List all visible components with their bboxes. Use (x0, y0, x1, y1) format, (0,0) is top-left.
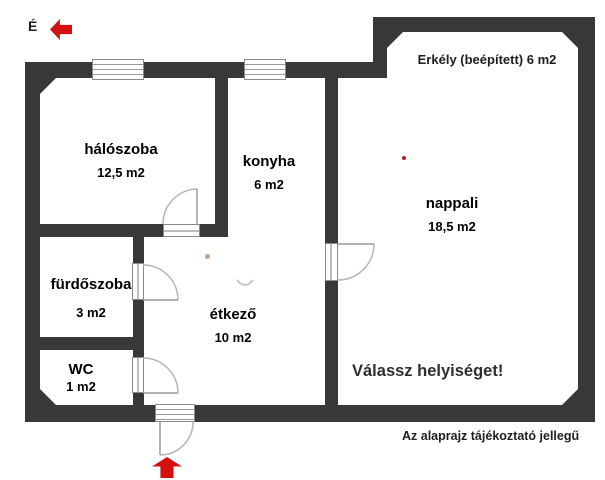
bevel-bottom-right (562, 389, 578, 405)
entrance-door-threshold (155, 404, 195, 422)
wall-top-main (25, 62, 387, 78)
room-area-etkezo: 10 m2 (214, 330, 252, 345)
wall-living-divider-bottom (325, 281, 338, 405)
room-name-nappali: nappali (425, 195, 479, 212)
watermark-smudge (236, 279, 254, 286)
room-erkely[interactable]: Erkély (beépített) 6 m2 (417, 52, 557, 67)
room-name-haloszoba: hálószoba (84, 141, 158, 158)
room-etkezo[interactable]: étkező 10 m2 (210, 306, 257, 345)
bathroom-door-threshold (132, 263, 144, 300)
wall-bedroom-bottom-stub (200, 224, 228, 237)
red-marker-dot (402, 156, 406, 160)
room-wc[interactable]: WC 1 m2 (66, 361, 96, 394)
livingroom-door-threshold (325, 243, 338, 281)
wall-living-divider-top (325, 78, 338, 243)
room-name-konyha: konyha (242, 153, 296, 170)
room-haloszoba[interactable]: hálószoba 12,5 m2 (84, 141, 157, 180)
wall-bathroom-right-mid (133, 300, 144, 357)
room-nappali[interactable]: nappali 18,5 m2 (426, 195, 479, 234)
room-area-haloszoba: 12,5 m2 (97, 165, 145, 180)
wall-balcony-top (373, 17, 595, 32)
north-label: É (28, 18, 38, 34)
room-area-konyha: 6 m2 (254, 177, 284, 192)
wall-bathroom-bottom (40, 337, 133, 350)
entrance-door-arc (159, 421, 194, 456)
bedroom-window (92, 59, 144, 80)
bedroom-door-threshold (163, 224, 200, 237)
bevel-top-left (40, 78, 56, 94)
tan-marker-dot (205, 254, 210, 259)
wall-left (25, 62, 40, 422)
kitchen-window (244, 59, 286, 80)
wall-bottom-left (25, 405, 155, 422)
wall-bedroom-right (215, 62, 228, 237)
room-name-etkezo: étkező (209, 306, 257, 323)
bevel-top-right (562, 32, 578, 48)
wall-balcony-jog (373, 17, 387, 78)
wall-bottom-right (195, 405, 595, 422)
bevel-balcony-step (387, 32, 403, 48)
room-area-wc: 1 m2 (66, 379, 96, 394)
bathroom-door-arc (142, 264, 179, 301)
wall-bathroom-right-top (133, 232, 144, 263)
north-arrow-icon (50, 19, 72, 40)
wc-door-threshold (132, 357, 144, 393)
entrance-arrow-icon (152, 457, 182, 478)
bedroom-door-arc (162, 188, 198, 225)
wall-right (578, 17, 595, 422)
choose-room-prompt: Válassz helyiséget! (352, 362, 504, 380)
livingroom-door-arc (337, 243, 375, 281)
wc-door-arc (142, 357, 179, 394)
bevel-bottom-left (40, 389, 56, 405)
room-name-furdoszoba: fürdőszoba (50, 276, 132, 293)
disclaimer-text: Az alaprajz tájékoztató jellegű (402, 429, 580, 443)
room-area-furdoszoba: 3 m2 (76, 305, 106, 320)
room-konyha[interactable]: konyha 6 m2 (243, 153, 296, 192)
wall-wc-right-bottom (133, 393, 144, 405)
room-furdoszoba[interactable]: fürdőszoba 3 m2 (51, 276, 132, 320)
room-name-wc: WC (68, 361, 94, 378)
room-area-nappali: 18,5 m2 (428, 219, 476, 234)
wall-bedroom-bottom (40, 224, 163, 237)
